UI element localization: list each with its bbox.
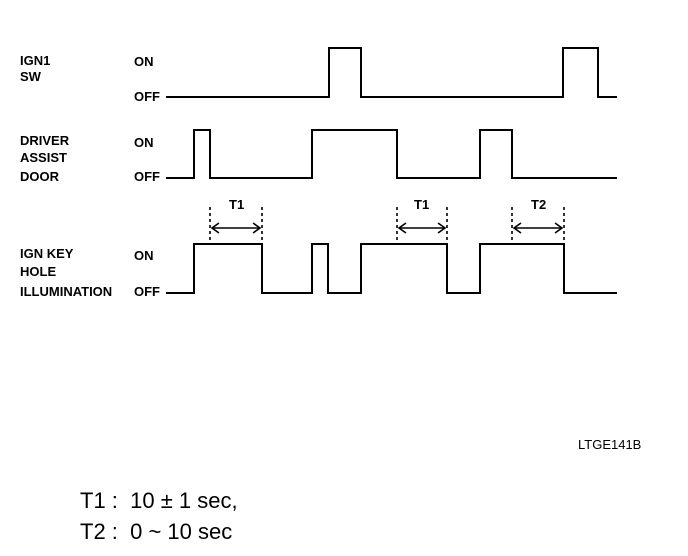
signal-name-line: DOOR — [20, 169, 60, 184]
signal-name-line: HOLE — [20, 264, 56, 279]
legend-t1: T1 : 10 ± 1 sec, — [80, 488, 238, 513]
waveform-driver-assist-door — [166, 129, 617, 179]
signal-name-line: ASSIST — [20, 150, 67, 165]
interval-t1-first: T1 — [209, 197, 263, 240]
interval-t1-second: T1 — [396, 197, 448, 240]
waveform-ign-key-hole-illumination — [166, 243, 617, 294]
signal-driver-assist-door: DRIVER ASSIST DOOR ON OFF — [20, 129, 617, 184]
on-level-label: ON — [134, 135, 154, 150]
signal-ign-key-hole-illumination: IGN KEY HOLE ILLUMINATION ON OFF — [20, 243, 617, 299]
signal-name-line: IGN KEY — [20, 246, 74, 261]
figure-code: LTGE141B — [578, 437, 641, 452]
interval-markers: T1 T1 T2 — [209, 197, 565, 240]
on-level-label: ON — [134, 54, 154, 69]
on-level-label: ON — [134, 248, 154, 263]
interval-label: T1 — [229, 197, 244, 212]
interval-label: T2 — [531, 197, 546, 212]
off-level-label: OFF — [134, 284, 160, 299]
legend-t2: T2 : 0 ~ 10 sec — [80, 519, 233, 544]
signal-name-line: SW — [20, 69, 42, 84]
interval-label: T1 — [414, 197, 429, 212]
signal-name-line: IGN1 — [20, 53, 50, 68]
signal-name-line: ILLUMINATION — [20, 284, 112, 299]
signal-ign1-sw: IGN1 SW ON OFF — [20, 47, 617, 104]
off-level-label: OFF — [134, 169, 160, 184]
interval-t2: T2 — [511, 197, 565, 240]
waveform-ign1-sw — [166, 47, 617, 98]
off-level-label: OFF — [134, 89, 160, 104]
signal-name-line: DRIVER — [20, 133, 70, 148]
